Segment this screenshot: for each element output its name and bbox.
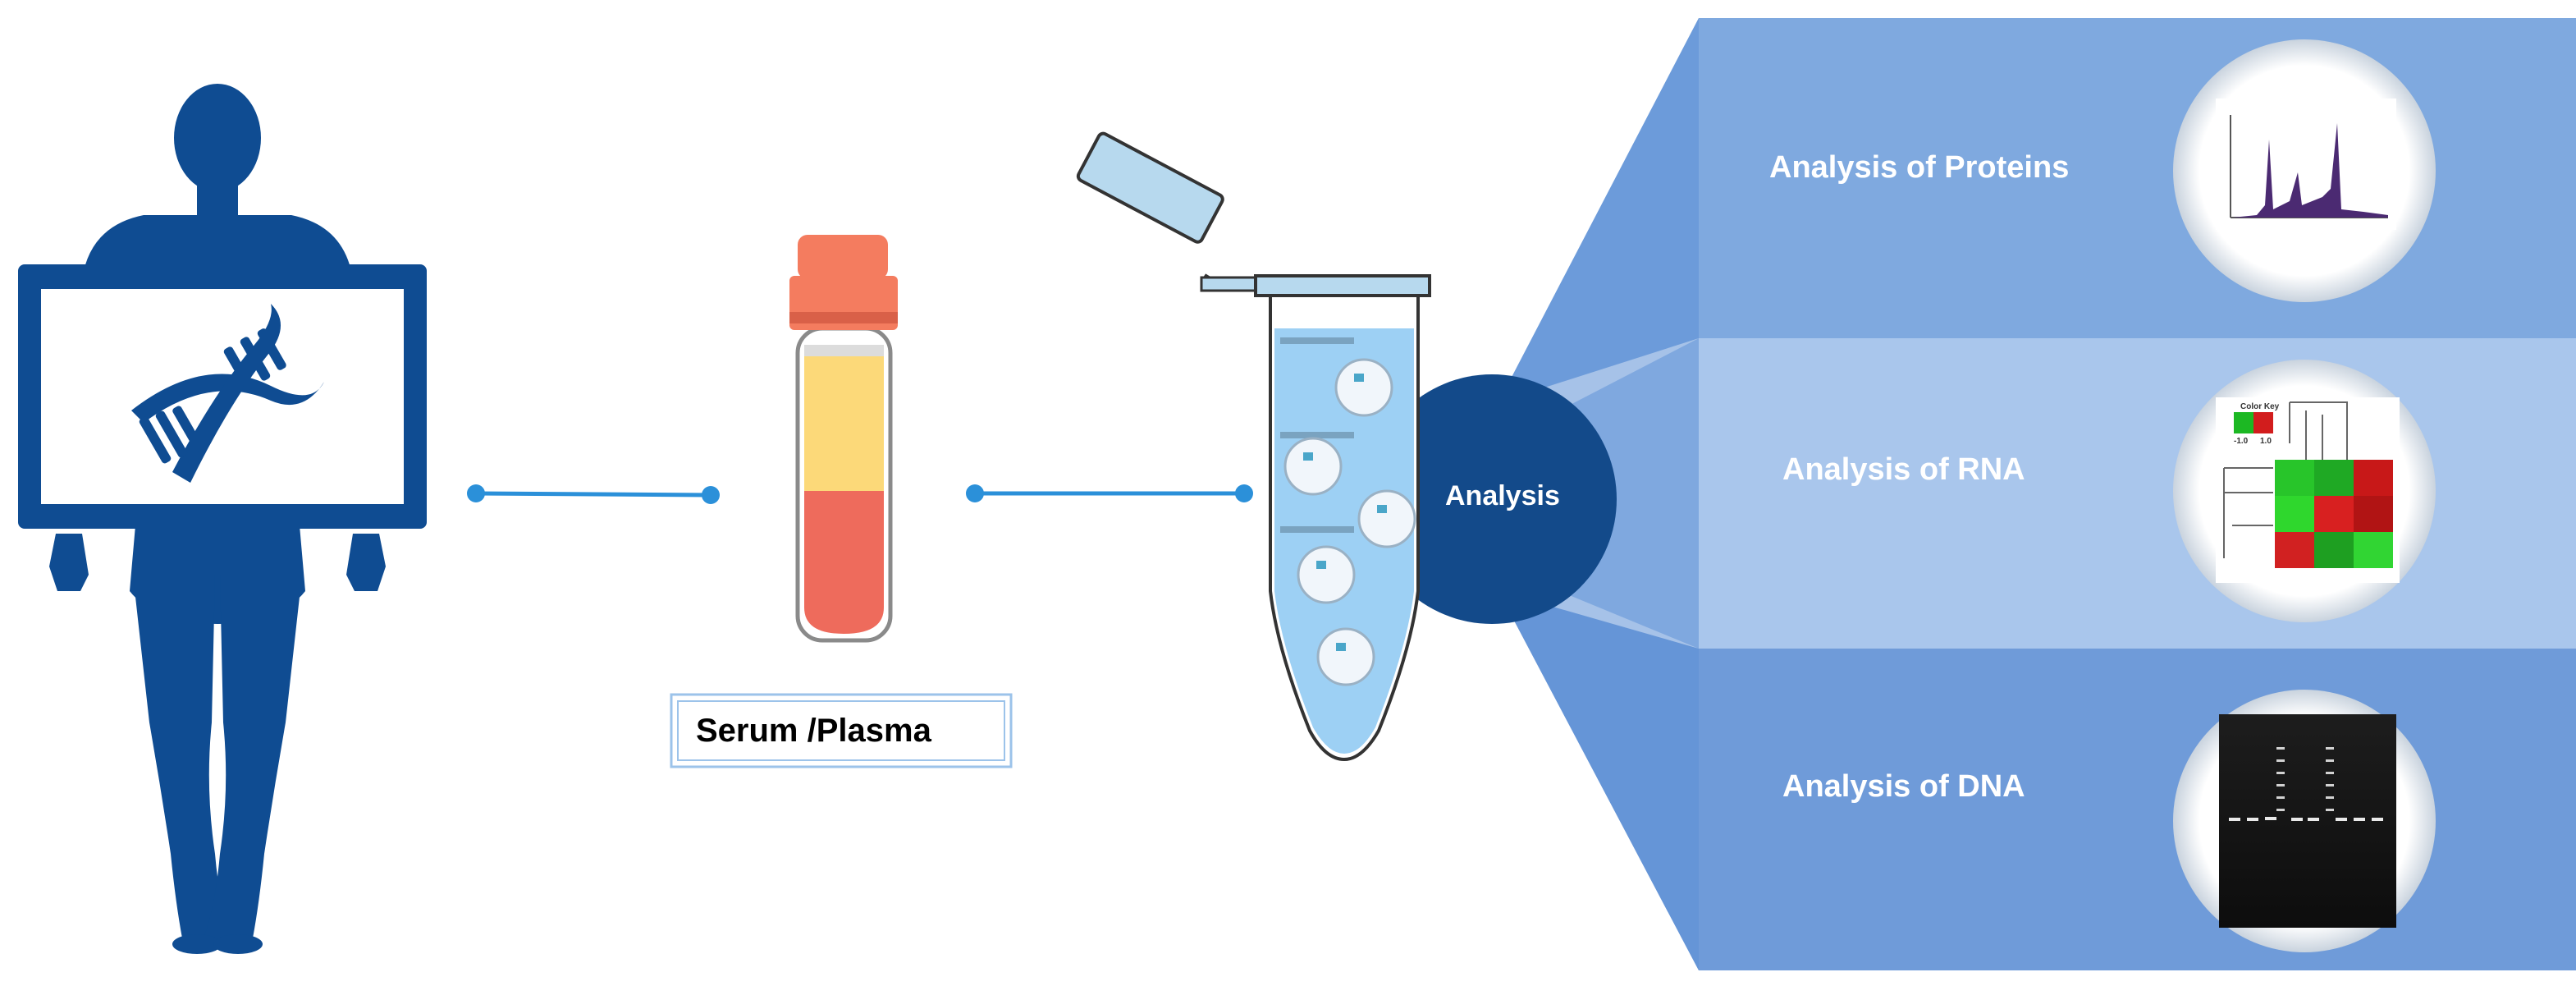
serum-label-box	[670, 693, 1013, 768]
panel-label-proteins: Analysis of Proteins	[1769, 150, 2069, 185]
blood-tube-icon	[789, 235, 898, 643]
panel-label-rna: Analysis of RNA	[1782, 452, 2025, 487]
human-silhouette-icon	[49, 84, 386, 954]
analysis-circle	[1367, 374, 1617, 624]
heatmap-legend-min: -1.0	[2234, 437, 2249, 446]
dna-helix-icon	[131, 304, 324, 483]
heatmap-legend-title: Color Key	[2240, 402, 2280, 411]
analysis-label: Analysis	[1445, 480, 1560, 511]
panel-label-dna: Analysis of DNA	[1782, 769, 2025, 804]
serum-plasma-label: Serum /Plasma	[696, 713, 932, 749]
protein-chromatogram-thumbnail	[2173, 39, 2436, 302]
heatmap-legend-max: 1.0	[2260, 437, 2272, 446]
connector-line-2	[966, 484, 1253, 502]
dna-gel-thumbnail	[2173, 690, 2436, 952]
microtube-icon	[1076, 131, 1431, 762]
rna-heatmap-thumbnail	[2173, 360, 2436, 622]
heatmap-grid	[2275, 460, 2393, 568]
text-labels: Serum /Plasma Analysis Analysis of Prote…	[696, 150, 2280, 804]
connector-line-1	[467, 484, 720, 504]
